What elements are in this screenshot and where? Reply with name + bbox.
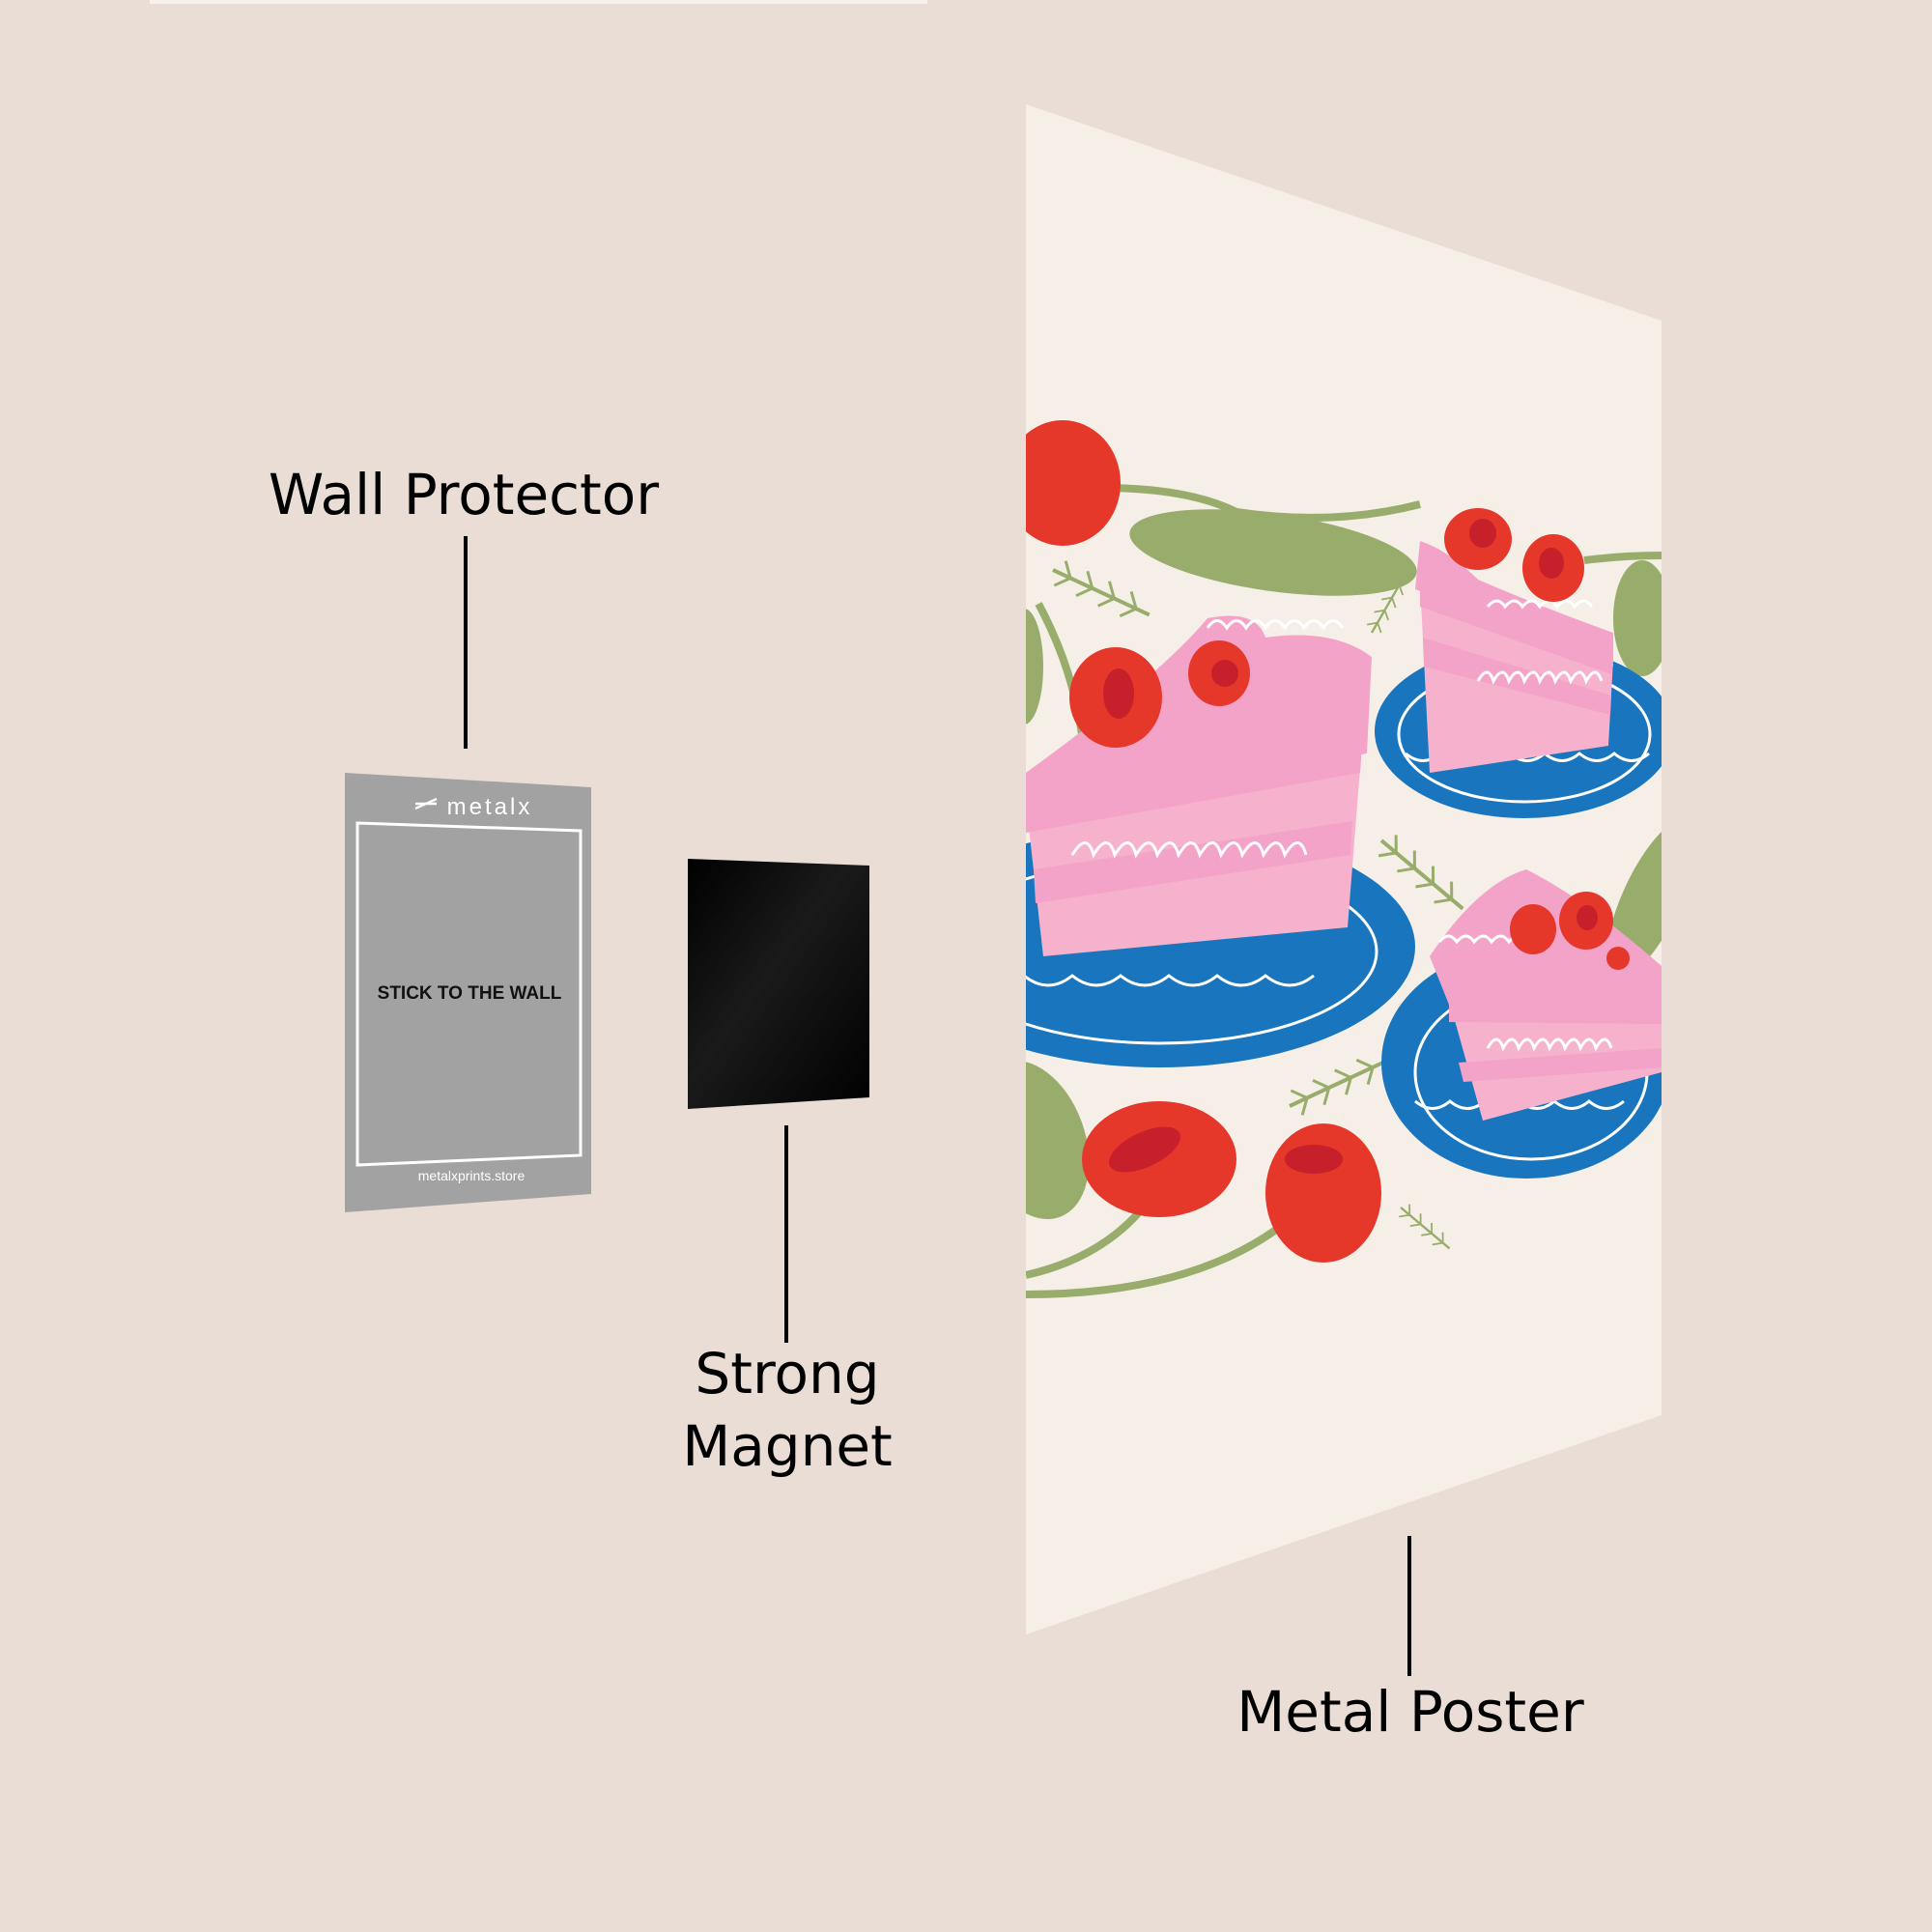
cherry-highlight bbox=[1577, 905, 1598, 930]
label-metal-poster: Metal Poster bbox=[1236, 1679, 1584, 1745]
leaf bbox=[1026, 1060, 1090, 1220]
wall-protector-border bbox=[355, 821, 582, 1167]
label-strong-magnet-line1: Strong bbox=[695, 1341, 880, 1406]
label-wall-protector: Wall Protector bbox=[268, 462, 660, 527]
label-strong-magnet-line2: Magnet bbox=[682, 1413, 893, 1480]
strong-magnet bbox=[688, 859, 869, 1109]
leader-wall-protector bbox=[464, 536, 468, 749]
metalx-logo-icon bbox=[414, 797, 438, 810]
metal-poster bbox=[1026, 104, 1662, 1634]
wall-protector: metalx STICK TO THE WALL metalxprints.st… bbox=[345, 773, 591, 1212]
protector-instruction: STICK TO THE WALL bbox=[378, 983, 562, 1004]
cherry-highlight bbox=[1469, 519, 1496, 548]
cherry bbox=[1606, 947, 1630, 970]
leaf bbox=[1129, 509, 1417, 596]
wall-protector-sheet bbox=[345, 773, 591, 1212]
label-strong-magnet: Strong Magnet bbox=[599, 1338, 976, 1484]
cherry bbox=[1510, 904, 1556, 954]
cherry-highlight bbox=[1108, 1126, 1181, 1173]
stem bbox=[1583, 552, 1662, 564]
cherry-highlight bbox=[1211, 660, 1238, 687]
leader-metal-poster bbox=[1407, 1536, 1411, 1676]
protector-website: metalxprints.store bbox=[418, 1168, 526, 1183]
cherry-highlight bbox=[1285, 1145, 1343, 1174]
top-edge-strip bbox=[150, 0, 927, 4]
leaf bbox=[1613, 560, 1662, 676]
cherry-highlight bbox=[1103, 668, 1134, 719]
poster-artwork bbox=[1026, 420, 1662, 1298]
cake-slice bbox=[1026, 615, 1372, 956]
cherry-highlight bbox=[1539, 548, 1564, 579]
cake-slice bbox=[1415, 541, 1613, 773]
cherry bbox=[1026, 420, 1121, 546]
leaf bbox=[1606, 818, 1662, 979]
cherry bbox=[1265, 1123, 1381, 1263]
stem bbox=[1026, 1223, 1283, 1298]
leader-strong-magnet bbox=[784, 1125, 788, 1343]
protector-brand: metalx bbox=[447, 794, 533, 820]
leaf bbox=[1026, 609, 1043, 724]
